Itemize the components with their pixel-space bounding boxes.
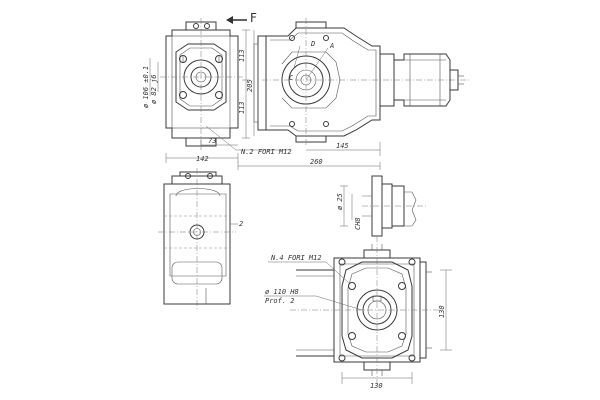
dim-73: 73	[208, 137, 216, 145]
dim-diam-82: ø 82 j6	[150, 74, 158, 104]
dim-diam-106: ø 106 ±0.1	[142, 66, 150, 108]
front-view-dimensions: N.4 FORI M12 ø 110 H8 Prof. 2 130 130	[264, 254, 452, 390]
dim-ch8: CH8	[354, 217, 362, 230]
top-view-main-housing: A D C	[253, 18, 470, 145]
dim-145: 145	[336, 142, 349, 150]
dim-113-lower: 113	[238, 101, 246, 114]
side-view: 2	[158, 168, 243, 310]
top-holes-note: N.2 FORI M12	[240, 148, 292, 156]
label-c: C	[289, 74, 294, 82]
dim-260: 260	[310, 158, 323, 166]
shaft-detail: ø 25 CH8	[336, 175, 426, 237]
dim-diam-25: ø 25	[336, 193, 344, 210]
label-d: D	[310, 40, 315, 48]
dim-205: 205	[246, 79, 254, 92]
dim-113-upper: 113	[238, 49, 246, 62]
dim-130-vertical: 130	[438, 305, 446, 318]
dim-2: 2	[239, 220, 243, 228]
top-view-motor	[379, 53, 464, 107]
direction-arrow: F	[226, 11, 257, 25]
arrow-label: F	[250, 11, 257, 25]
dim-diam-110: ø 110 H8	[265, 288, 299, 296]
top-view-left-flange	[160, 18, 244, 147]
dim-130-horizontal: 130	[370, 382, 383, 390]
front-view	[290, 236, 440, 384]
dim-prof: Prof. 2	[265, 297, 295, 305]
top-view-dimensions: 113 113 205 ø 106 ±0.1 ø 82 j6 73 N.2 FO…	[142, 29, 381, 170]
label-a: A	[329, 42, 334, 50]
dim-142: 142	[196, 155, 209, 163]
front-holes-note: N.4 FORI M12	[270, 254, 322, 262]
